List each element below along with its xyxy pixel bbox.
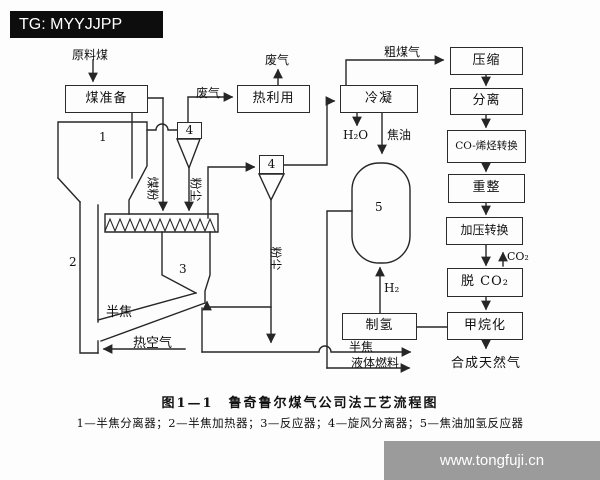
vessel5-number: 5: [375, 200, 383, 214]
co-olefin-shift-box: CO-烯烃转换: [447, 130, 526, 163]
methanation-box: 甲烷化: [447, 312, 523, 340]
pressure-shift-box: 加压转换: [446, 217, 523, 245]
figure-legend: 1—半焦分离器；2—半焦加热器；3—反应器；4—旋风分离器；5—焦油加氢反应器: [76, 416, 524, 430]
cyclone2-funnel: [257, 173, 286, 202]
hot-air-label: 热空气: [133, 336, 173, 351]
heat-recovery-label: 热利用: [252, 90, 295, 106]
vessel1-number: 1: [99, 130, 107, 144]
condenser-box: 冷凝: [340, 85, 418, 113]
water-label: H₂O: [343, 128, 369, 142]
vessel2-duct-left: [79, 201, 99, 354]
crude-gas-label: 粗煤气: [384, 45, 421, 59]
methanation-label: 甲烷化: [463, 317, 506, 333]
hydrogen-label: H₂: [384, 281, 400, 295]
liquid-fuel-label: 液体燃料: [351, 356, 400, 370]
vessel5-outline: [351, 162, 411, 264]
coal-prep-label: 煤准备: [85, 90, 128, 106]
reforming-label: 重整: [472, 180, 501, 196]
semicoke-product-line: [201, 345, 412, 357]
cyclone2-number: 4: [267, 156, 276, 171]
co2-removal-label: 脱 CO₂: [461, 274, 509, 290]
dust-left-label: 粉尘: [188, 177, 203, 202]
riser-to-cyclone2: [207, 162, 256, 219]
watermark-bottom: www.tongfuji.cn: [384, 441, 600, 480]
co2-removal-box: 脱 CO₂: [447, 268, 523, 297]
compression-label: 压缩: [472, 52, 501, 68]
dust-right-label: 粉尘: [268, 246, 283, 271]
co2-label: CO₂: [507, 250, 529, 263]
raw-coal-label: 原料煤: [72, 48, 109, 62]
figure-caption: 图1—1 鲁奇鲁尔煤气公司法工艺流程图: [161, 396, 439, 411]
watermark-top: TG: MYYJJPP: [10, 11, 163, 38]
semicoke-chute-label: 半焦: [106, 305, 133, 320]
gas-line-1-to-4: [146, 123, 178, 131]
waste-gas-top-label: 废气: [265, 53, 290, 67]
cyclone1-funnel: [175, 138, 202, 170]
cyclone1-number: 4: [185, 122, 194, 137]
tar-label: 焦油: [387, 128, 412, 142]
h2-plant-box: 制氢: [342, 313, 417, 340]
crude-gas-line: [345, 55, 445, 86]
heat-recovery-box: 热利用: [237, 85, 310, 113]
cyclone1-box: 4: [177, 122, 202, 139]
reforming-box: 重整: [448, 174, 525, 203]
condenser-label: 冷凝: [364, 90, 393, 106]
sng-label: 合成天然气: [451, 356, 522, 371]
separation-box: 分离: [450, 88, 523, 115]
cyclone2-gas-to-condenser: [283, 96, 336, 166]
chute-upper: [97, 292, 197, 321]
coal-powder-label: 煤粉: [145, 176, 160, 201]
compression-box: 压缩: [450, 47, 523, 75]
gas-to-heat-recovery: [187, 92, 234, 123]
pressure-shift-label: 加压转换: [460, 223, 509, 238]
reactor3-number: 3: [179, 262, 187, 276]
semicoke-product-label: 半焦: [349, 340, 374, 354]
reactor3-left: [161, 231, 197, 294]
waste-gas-side-label: 废气: [196, 86, 221, 100]
vessel1-taper: [57, 177, 81, 203]
h2-plant-label: 制氢: [365, 318, 394, 334]
co-olefin-shift-label: CO-烯烃转换: [455, 139, 518, 152]
vessel2-number: 2: [69, 255, 77, 269]
coal-prep-box: 煤准备: [65, 85, 148, 113]
separation-label: 分离: [472, 93, 501, 109]
vessel1-outline: [57, 121, 148, 215]
reactor3-right: [204, 231, 211, 304]
chute-lower: [100, 302, 206, 342]
vessel5-side-line: [326, 210, 353, 369]
cyclone2-box: 4: [259, 155, 284, 174]
grid-band: [104, 213, 219, 233]
grid-zigzag: [104, 217, 216, 233]
